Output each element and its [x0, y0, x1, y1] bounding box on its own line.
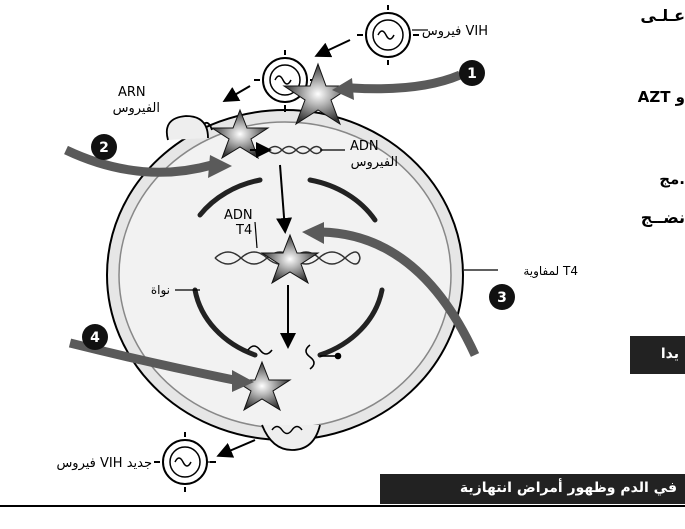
step-4-badge: 4: [82, 324, 108, 350]
cell-label: لمفاوية T4: [523, 264, 578, 279]
leader-lines: [175, 29, 498, 463]
svg-text:3: 3: [497, 290, 507, 306]
step-3-badge: 3: [489, 284, 515, 310]
side-text-line1: عـلـى: [640, 6, 685, 25]
arn-sub-label: الفيروس: [113, 101, 160, 116]
nucleus-envelope: [192, 177, 385, 358]
side-text-line2: AZT و: [637, 88, 685, 106]
drug-arrowheads: [208, 78, 354, 392]
budding-virion: [261, 424, 321, 451]
side-text-line4: نضــج: [640, 208, 685, 227]
adn-virus-label: ADN: [350, 139, 379, 154]
hiv-new-label: فيروس VIH جديد: [56, 456, 152, 471]
nucleus-label: نواة: [151, 283, 170, 298]
svg-text:4: 4: [90, 330, 100, 346]
arn-bud: [165, 115, 209, 141]
budding-arn: [271, 425, 303, 435]
right-callout-box: يدا: [630, 336, 685, 374]
side-text-line3: مج.: [659, 170, 685, 188]
adn-t4-sub: T4: [235, 223, 252, 238]
bottom-rule: [0, 505, 685, 507]
svg-text:2: 2: [99, 140, 109, 156]
adn-virus-sub: الفيروس: [351, 155, 398, 170]
hiv-virion-top: [357, 5, 419, 65]
svg-text:1: 1: [467, 66, 477, 82]
step-1-badge: 1: [459, 60, 485, 86]
assembly-strands: [247, 344, 342, 370]
flow-arrows: [216, 39, 351, 458]
step-2-badge: 2: [91, 134, 117, 160]
bottom-callout-banner: في الدم وظهور أمراض انتهازية: [380, 474, 685, 504]
hiv-top-label: فيروس VIH: [422, 24, 488, 39]
hiv-virion-new: [154, 432, 216, 492]
adn-t4-label: ADN: [224, 208, 253, 223]
drug-arrows: [64, 70, 480, 385]
viral-dna-helix: [267, 145, 323, 155]
arn-label: ARN: [118, 85, 146, 100]
